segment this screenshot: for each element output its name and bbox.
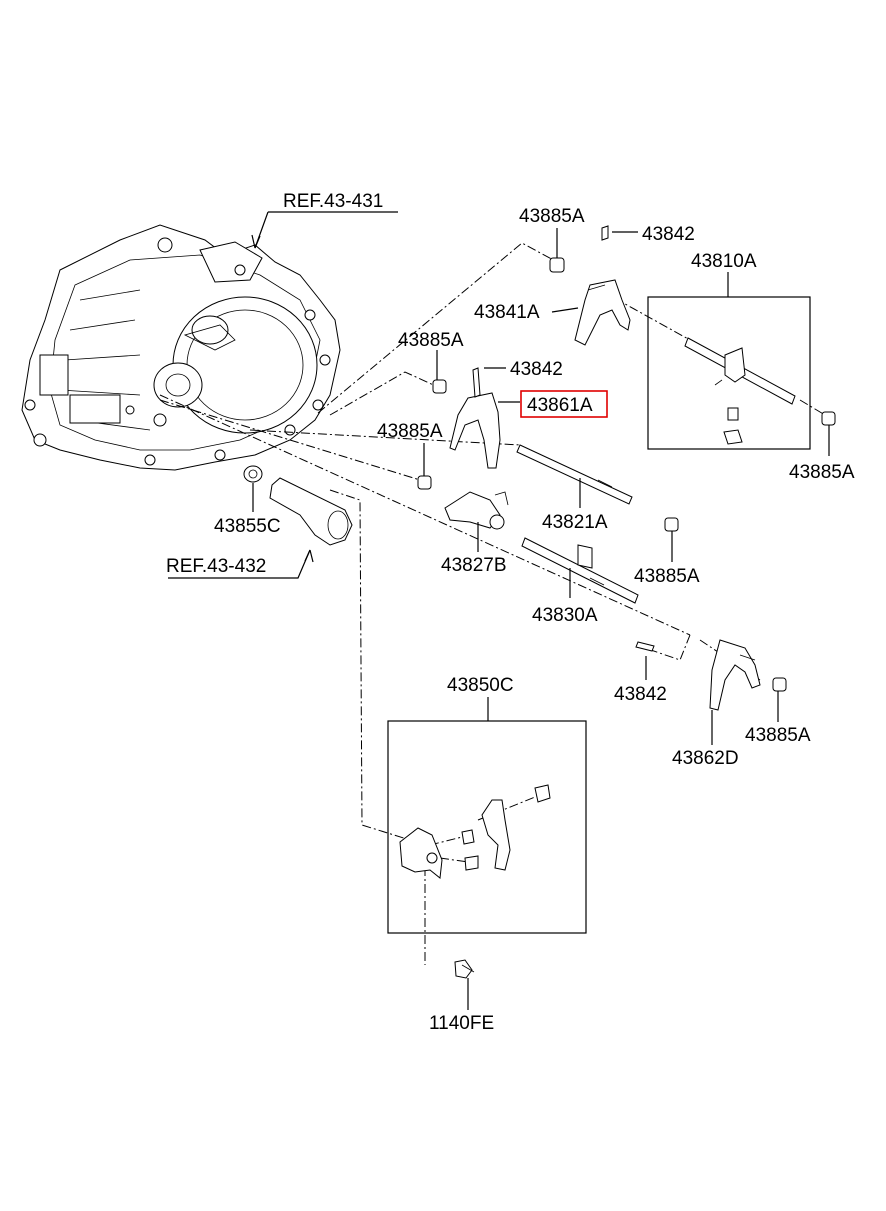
rail-assembly-43810a (647, 296, 811, 450)
label-43885a-5[interactable]: 43885A (634, 566, 700, 587)
bush-43885a-6 (772, 677, 787, 692)
part-labels: REF.43-431 43885A 43842 43810A 43841A 43… (166, 191, 855, 1034)
leader-lines (168, 211, 830, 1010)
label-ref-43-431[interactable]: REF.43-431 (283, 191, 383, 212)
label-43842-3[interactable]: 43842 (614, 684, 667, 705)
pin-43842-3 (635, 641, 655, 652)
label-43841a[interactable]: 43841A (474, 302, 540, 323)
label-43830a[interactable]: 43830A (532, 605, 598, 626)
label-43821a[interactable]: 43821A (542, 512, 608, 533)
bush-43885a-1 (549, 257, 565, 273)
shift-rail-43821a (516, 444, 633, 505)
label-43810a[interactable]: 43810A (691, 251, 757, 272)
label-43850c[interactable]: 43850C (447, 675, 514, 696)
pin-43842-1 (601, 225, 609, 241)
label-43861a[interactable]: 43861A (527, 395, 593, 416)
label-43827b[interactable]: 43827B (441, 555, 507, 576)
label-43855c[interactable]: 43855C (214, 516, 281, 537)
bush-43885a-3 (432, 379, 447, 394)
shift-fork-43862d (709, 639, 761, 711)
label-43842-1[interactable]: 43842 (642, 224, 695, 245)
label-ref-43-432[interactable]: REF.43-432 (166, 556, 266, 577)
shift-fork-43861a (449, 367, 501, 469)
label-43885a-3[interactable]: 43885A (377, 421, 443, 442)
transmission-housing (21, 224, 341, 471)
label-43885a-1[interactable]: 43885A (519, 206, 585, 227)
bush-43885a-4 (417, 475, 432, 490)
shift-lug-43827b (444, 491, 509, 530)
shift-fork-43841a (574, 279, 631, 346)
label-43885a-4[interactable]: 43885A (789, 462, 855, 483)
alignment-lines (159, 242, 826, 965)
label-43885a-6[interactable]: 43885A (745, 725, 811, 746)
guide-sleeve (269, 477, 353, 546)
bolt-1140fe (454, 959, 475, 979)
label-43885a-2[interactable]: 43885A (398, 330, 464, 351)
bush-43885a-5 (664, 517, 679, 532)
label-1140fe[interactable]: 1140FE (429, 1013, 494, 1034)
select-lever-assembly-43850c (387, 720, 587, 934)
shift-rail-43830a (521, 537, 639, 604)
bush-43885a-2 (821, 411, 836, 426)
highlight-box-43861a (520, 390, 608, 418)
label-43862d[interactable]: 43862D (672, 748, 739, 769)
label-43842-2[interactable]: 43842 (510, 359, 563, 380)
oil-seal-43855c (243, 465, 263, 483)
